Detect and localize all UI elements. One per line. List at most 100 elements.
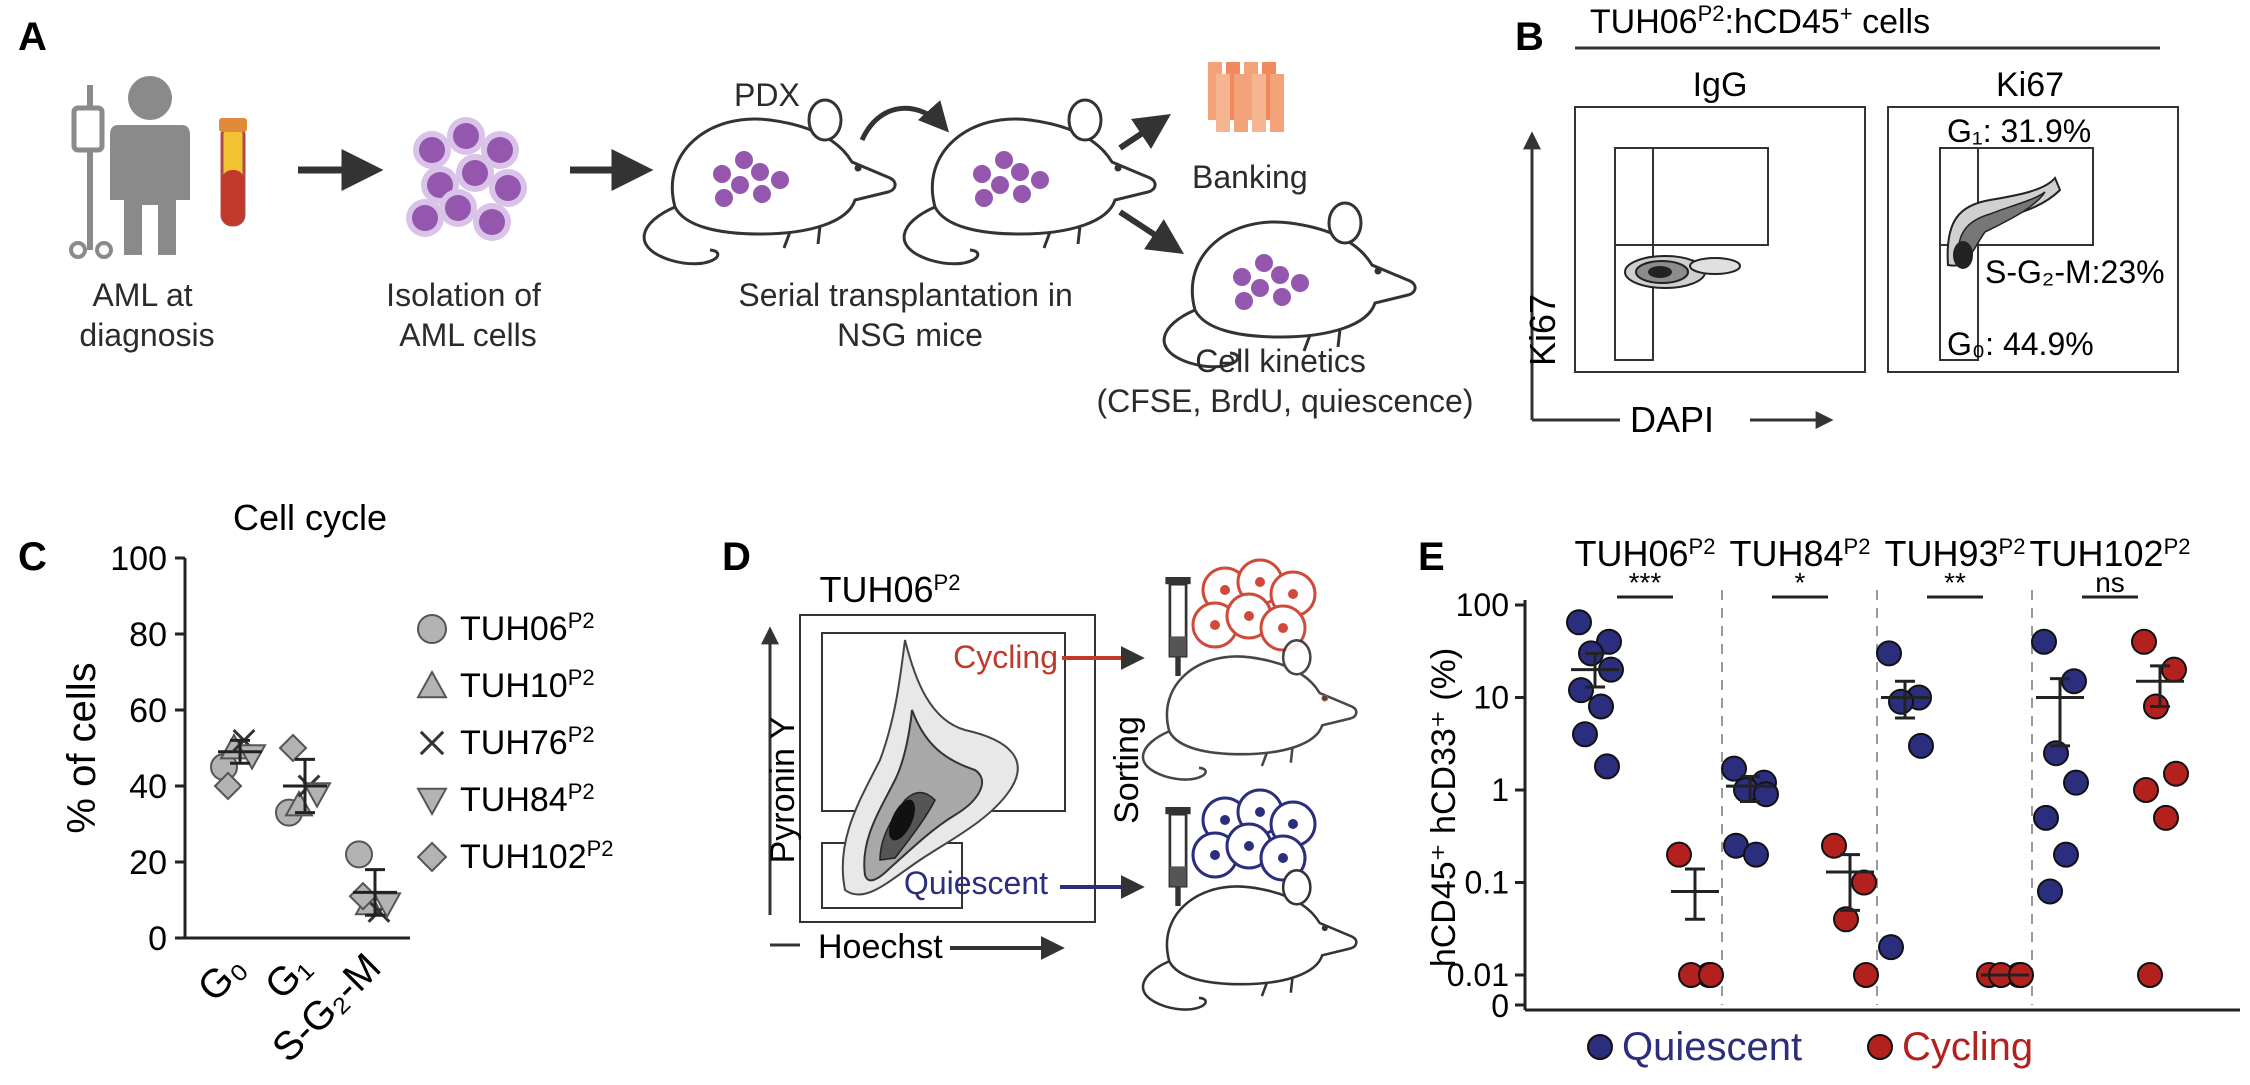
legend-label: TUH10P2 (460, 665, 595, 706)
significance-label: ** (1944, 567, 1966, 598)
quiescent-gate-label: Quiescent (904, 865, 1048, 901)
sorting-label: Sorting (1108, 716, 1146, 824)
data-point-cycling (1821, 832, 1847, 859)
significance-label: ns (2095, 567, 2125, 598)
step1-text: AML at diagnosis (79, 277, 214, 353)
panel-label-c: C (18, 535, 47, 579)
y-tick-label: 0 (148, 920, 167, 958)
legend-label: TUH76P2 (460, 722, 595, 763)
panel-a: A AML at diagnosis Isolati (18, 15, 1474, 419)
data-point-quiescent (2033, 804, 2059, 831)
flow-plot-ki67: G₁: 31.9% S-G₂-M:23% G₀: 44.9% (1887, 106, 2179, 373)
data-point-circle (345, 840, 373, 869)
data-point-cycling (1851, 869, 1877, 896)
curved-arrow (859, 100, 949, 142)
data-point-quiescent (1888, 688, 1914, 715)
data-point-quiescent (1721, 755, 1747, 782)
gate-sg2m-label: S-G₂-M:23% (1985, 254, 2165, 290)
panel-d: D TUH06P2 Cycling Quiescent Pyronin Y Ho… (722, 535, 1358, 1011)
chart-c-title: Cell cycle (233, 497, 387, 538)
data-point-quiescent (1743, 841, 1769, 868)
flow-plot-igg (1574, 106, 1866, 373)
syringe-icon-cycling (1164, 575, 1192, 678)
x-tick-label: G₀ (190, 945, 255, 1010)
data-point-cycling (2131, 628, 2157, 655)
arrow-banking (1118, 114, 1171, 151)
data-point-cycling (2133, 777, 2159, 803)
data-point-cycling (1666, 841, 1692, 868)
patient-icon (69, 76, 190, 259)
data-point-quiescent (1594, 753, 1620, 780)
data-point-quiescent (1568, 677, 1594, 704)
data-point-quiescent (1572, 721, 1598, 748)
data-point-quiescent (2063, 769, 2089, 796)
legend-marker-cycling (1867, 1034, 1893, 1060)
quiescent-mouse-icon (1141, 869, 1358, 1011)
cycling-mouse-icon (1141, 639, 1358, 781)
significance-label: *** (1629, 567, 1662, 598)
panel-label-b: B (1515, 15, 1544, 59)
step3-text: Serial transplantation in NSG mice (738, 277, 1081, 353)
legend-label: TUH06P2 (460, 608, 595, 649)
y-tick-label: 100 (110, 540, 167, 578)
y-tick-label: 40 (129, 768, 167, 806)
data-point-diamond (278, 733, 308, 763)
data-point-quiescent (2031, 628, 2057, 655)
data-point-cycling (1853, 962, 1879, 988)
data-point-cycling (2153, 804, 2179, 831)
data-point-quiescent (1588, 693, 1614, 720)
y-tick-label: 80 (129, 616, 167, 654)
banking-label: Banking (1192, 159, 1308, 195)
data-point-quiescent (1876, 640, 1902, 667)
panel-label-d: D (722, 535, 751, 579)
y-axis-label: hCD45⁺ hCD33⁺ (%) (1425, 648, 1463, 967)
legend-marker-cross (419, 730, 445, 756)
data-point-quiescent (2053, 841, 2079, 868)
b-xaxis-label: DAPI (1630, 399, 1714, 440)
legend-label: TUH102P2 (460, 836, 614, 877)
data-point-quiescent (1596, 628, 1622, 655)
d-yaxis-label: Pyronin Y (764, 717, 802, 864)
legend-marker-circle (417, 614, 447, 644)
flow-plot-pyronin: Cycling Quiescent (799, 614, 1096, 923)
group-header: TUH06P2 (1575, 533, 1716, 574)
d-xaxis-label: Hoechst (818, 928, 943, 966)
data-point-quiescent (1566, 609, 1592, 636)
panel-b: B TUH06P2:hCD45+ cells IgG Ki67 Ki67 DAP… (1515, 1, 2179, 440)
legend-marker-quiescent (1587, 1034, 1613, 1060)
blood-tube-icon (219, 118, 247, 227)
data-point-cycling (2137, 962, 2163, 988)
aml-cells-icon (406, 117, 527, 241)
b-yaxis-label: Ki67 (1522, 294, 1563, 366)
panel-b-title: TUH06P2:hCD45+ cells (1590, 1, 1930, 42)
y-axis-label: % of cells (60, 662, 104, 833)
gate-g0-label: G₀: 44.9% (1947, 326, 2094, 362)
data-point-cycling (1833, 906, 1859, 933)
y-tick-label: 0 (1491, 988, 1509, 1024)
panel-label-e: E (1418, 535, 1445, 579)
data-point-cycling (1698, 962, 1724, 988)
legend-label: TUH84P2 (460, 779, 595, 820)
data-point-cycling (2163, 760, 2189, 787)
data-point-quiescent (2061, 668, 2087, 695)
legend-marker-triangle-down (416, 787, 448, 817)
mouse-icon-1 (642, 98, 897, 266)
arrow-kinetics (1118, 209, 1185, 254)
data-point-quiescent (1908, 732, 1934, 759)
quiescent-cells-icon (1191, 788, 1317, 882)
legend-marker-diamond (416, 841, 448, 873)
data-point-cycling (2161, 656, 2187, 683)
legend-marker-triangle-up (416, 669, 448, 699)
significance-label: * (1795, 567, 1806, 598)
data-point-quiescent (1878, 934, 1904, 961)
group-header: TUH102P2 (2030, 533, 2191, 574)
group-header: TUH93P2 (1885, 533, 2026, 574)
cryo-vials-icon (1208, 62, 1284, 132)
data-point-diamond (213, 771, 243, 801)
col-label-ki67: Ki67 (1996, 66, 2064, 104)
